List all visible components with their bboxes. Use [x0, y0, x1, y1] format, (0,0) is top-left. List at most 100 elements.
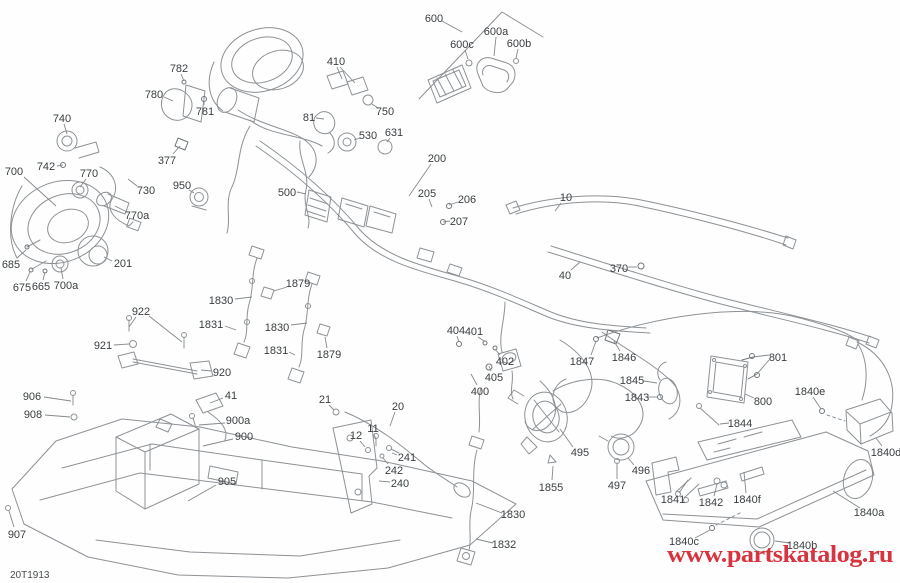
- leader-line: [441, 20, 463, 33]
- part-label-10: 10: [560, 192, 572, 204]
- part-label-700a: 700a: [54, 280, 79, 292]
- leader-line: [163, 96, 174, 102]
- leader-line: [627, 457, 635, 466]
- part-label-907: 907: [8, 529, 26, 541]
- leader-line: [678, 479, 689, 494]
- part-label-12: 12: [350, 430, 362, 442]
- part-label-742: 742: [37, 161, 55, 173]
- leader-line: [353, 137, 361, 141]
- part-label-750: 750: [376, 106, 394, 118]
- part-label-20: 20: [392, 401, 404, 413]
- part-label-685: 685: [2, 259, 20, 271]
- leader-line: [25, 271, 31, 282]
- leader-line: [336, 66, 343, 80]
- leader-line: [613, 340, 621, 352]
- part-label-905: 905: [218, 476, 236, 488]
- leader-line: [290, 322, 308, 326]
- leader-line: [570, 261, 581, 271]
- part-label-242: 242: [385, 465, 403, 477]
- leader-line: [373, 433, 377, 441]
- leader-line: [128, 316, 137, 328]
- leader-line: [324, 336, 328, 349]
- part-label-1840b: 1840b: [787, 540, 818, 552]
- leader-line: [382, 457, 389, 465]
- leader-line: [44, 414, 71, 418]
- part-label-631: 631: [385, 127, 403, 139]
- part-label-1847: 1847: [570, 356, 594, 368]
- leader-line: [187, 484, 217, 502]
- part-label-400: 400: [471, 386, 489, 398]
- part-label-1855: 1855: [539, 482, 563, 494]
- leader-line: [475, 502, 503, 514]
- part-label-201: 201: [114, 258, 132, 270]
- leader-line: [127, 178, 138, 187]
- part-label-1842: 1842: [699, 497, 723, 509]
- part-label-370: 370: [610, 263, 628, 275]
- leader-line: [224, 325, 237, 331]
- leader-line: [744, 393, 755, 399]
- leader-line: [515, 48, 519, 59]
- part-label-700: 700: [5, 166, 23, 178]
- leader-line: [339, 66, 356, 84]
- part-label-1840e: 1840e: [795, 386, 826, 398]
- part-label-600b: 600b: [507, 38, 531, 50]
- part-label-40: 40: [559, 270, 571, 282]
- leader-line: [328, 404, 335, 411]
- part-label-1840f: 1840f: [733, 494, 761, 506]
- leader-line: [202, 438, 234, 447]
- leader-line: [60, 267, 64, 280]
- leader-line: [875, 437, 883, 447]
- part-label-801: 801: [769, 352, 787, 364]
- leader-line: [470, 373, 478, 386]
- part-label-1879: 1879: [286, 278, 310, 290]
- part-label-900: 900: [235, 431, 253, 443]
- part-label-410: 410: [327, 56, 345, 68]
- part-label-1841: 1841: [661, 494, 685, 506]
- leader-line: [643, 380, 658, 384]
- leader-line: [756, 359, 770, 375]
- leader-line: [694, 529, 711, 539]
- leader-line: [42, 271, 46, 281]
- leader-line: [386, 137, 391, 143]
- part-label-781: 781: [196, 106, 214, 118]
- part-label-900a: 900a: [226, 415, 251, 427]
- leader-line: [832, 490, 861, 509]
- leader-line: [79, 178, 87, 188]
- part-label-1844: 1844: [728, 418, 752, 430]
- leader-line: [359, 440, 366, 448]
- part-label-800: 800: [754, 396, 772, 408]
- part-label-906: 906: [23, 391, 41, 403]
- part-label-1830: 1830: [501, 509, 525, 521]
- part-label-950: 950: [173, 180, 191, 192]
- leader-line: [456, 335, 460, 343]
- leader-line: [590, 340, 597, 356]
- part-label-401: 401: [465, 326, 483, 338]
- leader-line: [493, 36, 497, 57]
- part-label-405: 405: [485, 372, 503, 384]
- leader-line: [559, 428, 574, 448]
- leader-line: [56, 164, 64, 167]
- part-label-922: 922: [132, 306, 150, 318]
- diagram-artwork: [5, 11, 894, 579]
- leader-line: [103, 256, 113, 262]
- leader-line: [180, 73, 185, 82]
- part-label-496: 496: [632, 465, 650, 477]
- leader-line: [408, 163, 432, 197]
- part-label-81: 81: [303, 112, 315, 124]
- part-label-241: 241: [398, 452, 416, 464]
- part-label-1830: 1830: [265, 322, 289, 334]
- part-label-21: 21: [319, 394, 331, 406]
- part-label-11: 11: [367, 423, 378, 435]
- part-label-404: 404: [447, 325, 465, 337]
- part-label-1831: 1831: [264, 345, 288, 357]
- leader-line: [273, 286, 288, 292]
- leader-line: [198, 422, 226, 426]
- leader-line: [23, 176, 57, 207]
- leader-line: [172, 145, 181, 155]
- leader-line: [391, 452, 398, 456]
- leader-line: [209, 397, 224, 404]
- leader-line: [63, 123, 68, 135]
